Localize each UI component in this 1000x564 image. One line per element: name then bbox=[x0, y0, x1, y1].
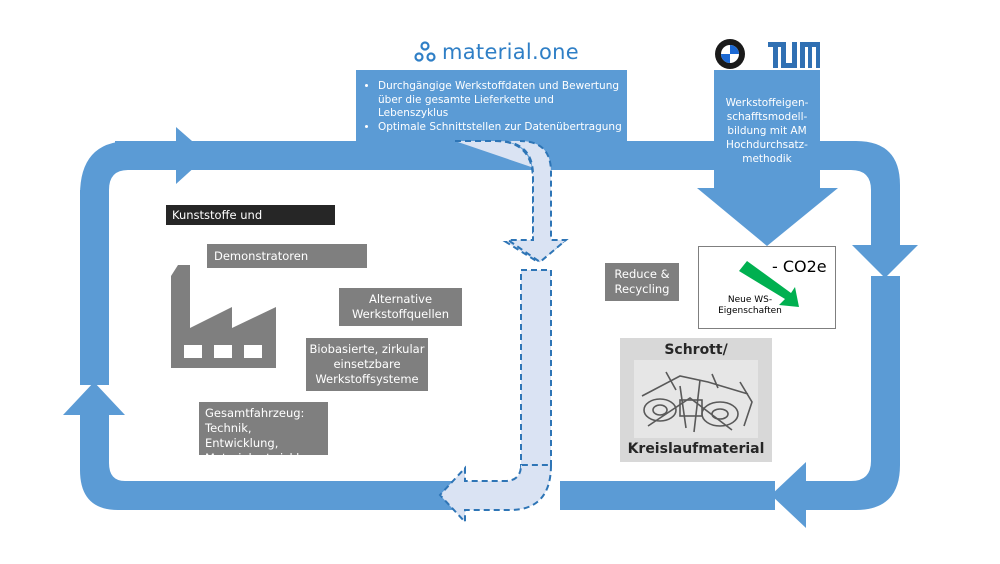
co2-box: - CO2e Neue WS-Eigenschaften bbox=[698, 246, 836, 329]
bmw-logo bbox=[715, 39, 745, 69]
tum-logo-bar bbox=[773, 42, 778, 68]
scrap-label-top: Schrott/ bbox=[664, 342, 728, 358]
label-reduce-recycling: Reduce & Recycling bbox=[605, 263, 679, 301]
cycle-left-band bbox=[80, 190, 109, 385]
info-bullet: Optimale Schnittstellen zur Datenübertra… bbox=[378, 121, 627, 135]
co2-subtitle: Neue WS-Eigenschaften bbox=[718, 295, 782, 316]
cycle-arrow-top-right bbox=[176, 127, 208, 184]
data-flow-vertical bbox=[520, 269, 552, 471]
factory-icon bbox=[171, 265, 276, 368]
cycle-corner-top-right bbox=[820, 141, 900, 250]
cycle-bottom-band-left bbox=[118, 481, 453, 510]
section-title: Kunststoffe und Faserverbunde bbox=[166, 205, 335, 242]
scrap-image: Schrott/ Kreislaufmaterial bbox=[620, 338, 772, 462]
material-one-wordmark: material.one bbox=[442, 40, 580, 64]
tum-arrow-body bbox=[714, 70, 820, 190]
tum-logo bbox=[768, 42, 820, 68]
cycle-bottom-band bbox=[560, 481, 775, 510]
label-biobasierte-text: Biobasierte, zirkular einsetzbare Werkst… bbox=[309, 342, 425, 386]
data-flow-arrow bbox=[438, 140, 569, 525]
scrap-pile-icon bbox=[634, 360, 758, 438]
tum-arrow-head bbox=[697, 188, 838, 246]
co2-label: - CO2e bbox=[772, 257, 827, 276]
bmw-logo-quadrant bbox=[721, 54, 730, 63]
cycle-corner-top-left bbox=[80, 141, 180, 200]
cycle-arrow-left-up bbox=[63, 382, 125, 415]
tum-logo-bar bbox=[781, 42, 786, 68]
green-arrow-icon bbox=[739, 261, 799, 307]
label-alternative-text: Alternative Werkstoffquellen bbox=[351, 292, 450, 321]
factory-window bbox=[184, 345, 202, 358]
section-title-text: Kunststoffe und Faserverbunde bbox=[172, 208, 263, 242]
tum-description: Werkstoffeigen-schafftsmodell-bildung mi… bbox=[725, 97, 809, 165]
cycle-right-lower bbox=[790, 276, 900, 510]
label-gesamtfahrzeug: Gesamtfahrzeug: Technik, Entwicklung, Ma… bbox=[199, 402, 328, 465]
cycle-corner-bottom-left bbox=[80, 410, 125, 510]
material-one-logo: material.one bbox=[414, 40, 579, 64]
tum-logo-bar bbox=[792, 42, 797, 68]
label-alternative: Alternative Werkstoffquellen bbox=[339, 288, 462, 326]
scrap-label-bottom: Kreislaufmaterial bbox=[627, 441, 765, 457]
label-demonstratoren-text: Demonstratoren Produktion bbox=[214, 249, 309, 287]
molecule-icon bbox=[414, 41, 436, 62]
cycle-top-band-2 bbox=[205, 141, 365, 170]
data-flow-lower bbox=[438, 464, 553, 525]
factory-window bbox=[244, 345, 262, 358]
factory-silhouette bbox=[171, 265, 276, 368]
label-demonstratoren: Demonstratoren Produktion bbox=[207, 244, 367, 287]
info-bullet: Durchgängige Werkstoffdaten und Bewertun… bbox=[378, 80, 627, 121]
tum-arrow bbox=[697, 70, 838, 246]
tum-logo-bar bbox=[816, 42, 820, 68]
bmw-logo-quadrant bbox=[730, 45, 739, 54]
cycle-arrow-bottom-left bbox=[771, 462, 806, 528]
cycle-arrow-right-down bbox=[852, 245, 918, 278]
data-flow-segment-top bbox=[455, 140, 569, 264]
factory-window bbox=[214, 345, 232, 358]
label-biobasierte: Biobasierte, zirkular einsetzbare Werkst… bbox=[306, 338, 428, 391]
tum-logo-bar bbox=[800, 42, 805, 68]
tum-logo-bar bbox=[781, 63, 797, 68]
label-gesamtfahrzeug-text: Gesamtfahrzeug: Technik, Entwicklung, Ma… bbox=[205, 406, 322, 465]
info-box: Durchgängige Werkstoffdaten und Bewertun… bbox=[356, 70, 627, 134]
info-list: Durchgängige Werkstoffdaten und Bewertun… bbox=[356, 80, 627, 134]
tum-logo-bar bbox=[808, 42, 812, 68]
label-reduce-text: Reduce & Recycling bbox=[614, 267, 670, 296]
